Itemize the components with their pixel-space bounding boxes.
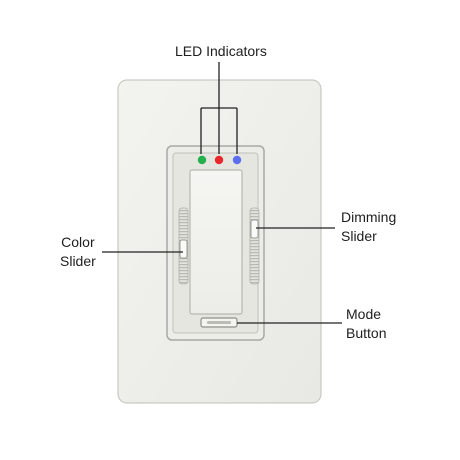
color-slider-text-line1: Color: [61, 234, 95, 250]
color-slider-text-line2: Slider: [60, 253, 96, 269]
dimming-slider-label: Dimming Slider: [341, 208, 396, 246]
led-indicators-label: LED Indicators: [175, 42, 267, 61]
led-green-icon: [197, 155, 207, 165]
dimming-slider-text-line2: Slider: [341, 228, 377, 244]
led-indicators-text: LED Indicators: [175, 43, 267, 59]
mode-button-label: Mode Button: [346, 305, 386, 343]
dimming-slider-text-line1: Dimming: [341, 209, 397, 225]
dimming-slider-track: [249, 207, 260, 285]
mode-button-text-line2: Button: [346, 325, 387, 341]
led-blue-icon: [232, 155, 242, 165]
mode-button-text-line1: Mode: [346, 306, 382, 322]
mode-button-slot: [207, 321, 231, 324]
led-leader-lines: [200, 62, 238, 154]
color-slider-handle[interactable]: [179, 239, 188, 259]
color-slider-label: Color Slider: [60, 233, 96, 271]
dimming-slider-handle[interactable]: [250, 219, 259, 239]
switch-paddle[interactable]: [189, 169, 243, 315]
led-red-icon: [214, 155, 224, 165]
